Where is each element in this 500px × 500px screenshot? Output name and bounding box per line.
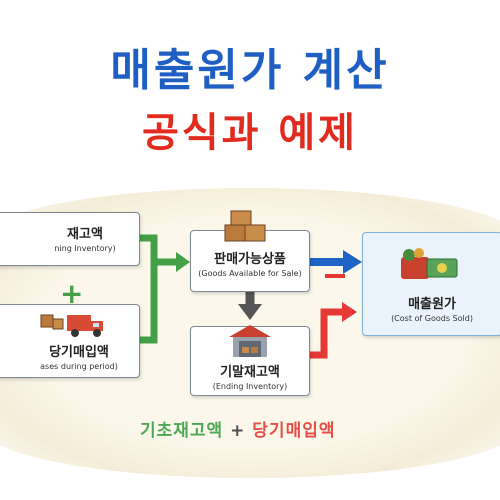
ending-inventory-en: (Ending Inventory)	[212, 382, 288, 391]
beginning-inventory-box: 재고액 ning Inventory)	[0, 212, 140, 266]
plus-operator: +	[60, 277, 84, 310]
subtitle: 공식과 예제	[142, 110, 358, 156]
truck-icon	[40, 314, 103, 337]
purchases-en: ases during period)	[40, 362, 118, 371]
goods-available-en: (Goods Available for Sale)	[198, 269, 302, 278]
money-bag-icon	[401, 248, 458, 279]
formula-line: 기초재고액 + 당기매입액	[140, 416, 336, 441]
purchases-label: 당기매입액	[49, 345, 109, 360]
warehouse-icon	[229, 325, 271, 357]
main-title: 매출원가 계산	[110, 45, 390, 96]
formula-term-beginning: 기초재고액	[140, 421, 224, 441]
cogs-box: 매출원가 (Cost of Goods Sold)	[362, 232, 500, 336]
beginning-inventory-en: ning Inventory)	[54, 244, 116, 253]
goods-available-box: 판매가능상품 (Goods Available for Sale)	[190, 210, 310, 292]
minus-operator	[325, 274, 345, 278]
purchases-box: 당기매입액 ases during period)	[0, 304, 140, 378]
green-arrow-beginning	[138, 234, 178, 266]
blue-arrowhead	[343, 250, 362, 274]
green-arrow-purchases	[138, 262, 158, 344]
red-arrowhead	[342, 302, 357, 322]
formula-plus: +	[230, 421, 246, 441]
cogs-label: 매출원가	[408, 297, 456, 312]
cogs-en: (Cost of Goods Sold)	[391, 314, 473, 323]
beginning-inventory-label: 재고액	[67, 227, 103, 242]
formula-term-purchases: 당기매입액	[252, 421, 336, 441]
ending-inventory-box: 기말재고액 (Ending Inventory)	[190, 325, 310, 396]
gray-arrowhead	[238, 304, 262, 320]
red-arrow	[308, 308, 345, 359]
goods-available-label: 판매가능상품	[214, 252, 286, 267]
ending-inventory-label: 기말재고액	[220, 365, 280, 380]
green-arrowhead	[176, 252, 190, 272]
boxes-icon	[224, 210, 266, 242]
